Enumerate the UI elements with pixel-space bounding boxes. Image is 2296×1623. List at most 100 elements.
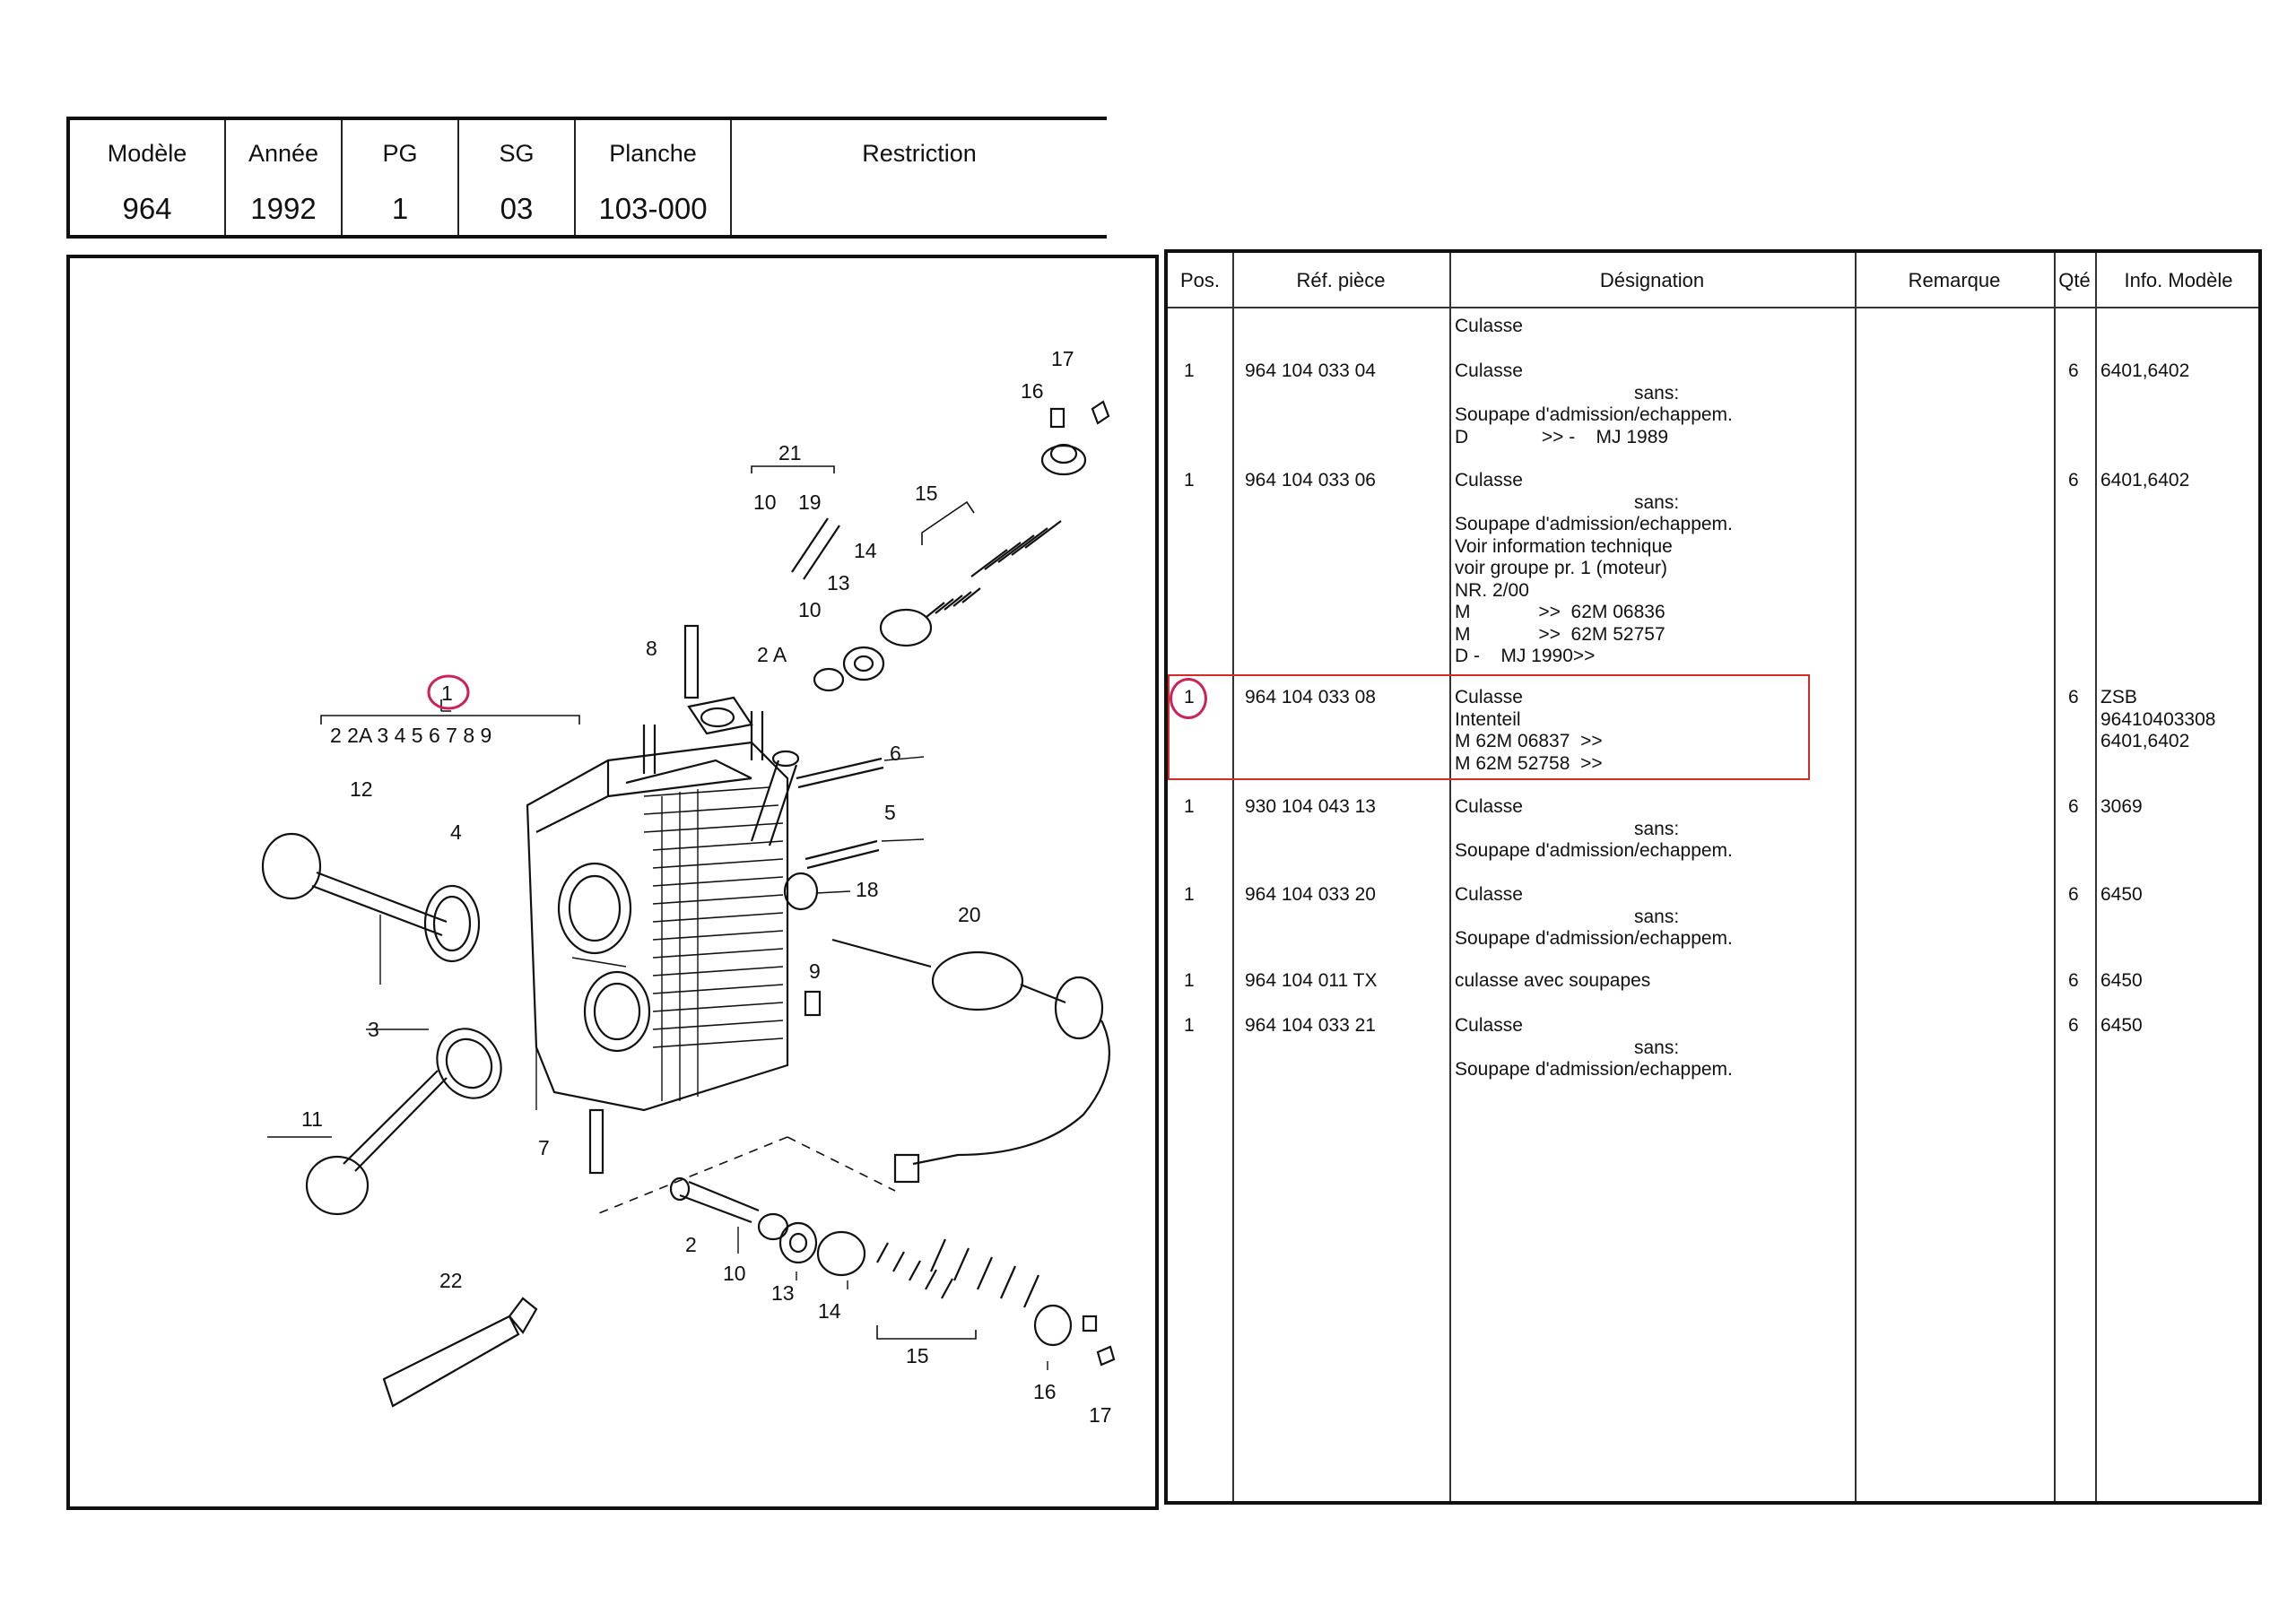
header-value: 1 <box>391 192 409 225</box>
header-value: 964 <box>122 192 172 225</box>
designation-line: Culasse <box>1455 360 1523 381</box>
designation-line: M >> 62M 52757 <box>1455 623 1665 645</box>
label-12: 12 <box>350 777 373 801</box>
designation-line: voir groupe pr. 1 (moteur) <box>1455 558 1667 578</box>
designation-line: Soupape d'admission/echappem. <box>1455 404 1733 425</box>
designation-line: M 62M 06837 >> <box>1455 731 1603 751</box>
row-qty: 6 <box>2068 360 2079 381</box>
header-label: Année <box>248 140 319 167</box>
designation-line: Soupape d'admission/echappem. <box>1455 840 1733 861</box>
row-ref: 964 104 033 08 <box>1245 687 1376 707</box>
label-10-upper: 10 <box>753 490 777 514</box>
header-label: PG <box>382 140 418 167</box>
label-22: 22 <box>439 1269 463 1292</box>
label-20: 20 <box>958 903 981 926</box>
row-pos: 1 <box>1184 470 1195 490</box>
diagram-labels: 1 2 2A 3 4 5 6 7 8 9 2 2 A 3 4 5 6 7 8 9… <box>301 347 1112 1427</box>
label-18: 18 <box>856 878 879 901</box>
row-designation: culasse avec soupapes <box>1455 970 1650 993</box>
row-ref: 964 104 011 TX <box>1245 970 1378 991</box>
label-7: 7 <box>538 1136 550 1159</box>
label-8: 8 <box>646 637 657 660</box>
label-3: 3 <box>368 1018 379 1041</box>
designation-line: NR. 2/00 <box>1455 579 1529 601</box>
label-16-upper: 16 <box>1021 379 1044 403</box>
label-1: 1 <box>441 681 453 705</box>
row-pos: 1 <box>1184 796 1195 817</box>
designation-line: M >> 62M 06836 <box>1455 602 1665 622</box>
header-value: 1992 <box>250 192 317 225</box>
info-line: 6450 <box>2100 970 2143 991</box>
label-14-lower: 14 <box>818 1299 841 1323</box>
col-header-info: Info. Modèle <box>2124 269 2233 291</box>
label-16-lower: 16 <box>1033 1380 1057 1403</box>
row-ref: 964 104 033 04 <box>1245 360 1376 381</box>
label-13-upper: 13 <box>827 571 850 595</box>
col-header-ref: Réf. pièce <box>1296 269 1386 291</box>
row-pos: 1 <box>1184 884 1195 905</box>
row-pos: 1 <box>1184 1015 1195 1036</box>
info-line: ZSB <box>2100 687 2137 707</box>
info-line: 6401,6402 <box>2100 470 2190 490</box>
designation-line: Culasse <box>1455 316 1523 336</box>
header-table: Modèle 964 Année 1992 PG 1 SG 03 Planche… <box>66 117 1107 239</box>
label-14-upper: 14 <box>854 539 877 562</box>
info-line: 6401,6402 <box>2100 731 2190 751</box>
info-line: 6450 <box>2100 1015 2143 1036</box>
label-15-lower: 15 <box>906 1344 929 1367</box>
row-pos: 1 <box>1184 687 1195 707</box>
parts-table: Pos. Réf. pièce Désignation Remarque Qté… <box>1164 249 2262 1505</box>
designation-line: Soupape d'admission/echappem. <box>1455 1059 1733 1080</box>
row-qty: 6 <box>2068 470 2079 490</box>
label-13-lower: 13 <box>771 1281 795 1305</box>
info-line: 6450 <box>2100 884 2143 905</box>
designation-line: culasse avec soupapes <box>1455 970 1651 991</box>
row-ref: 964 104 033 20 <box>1245 884 1376 905</box>
designation-line: Culasse <box>1455 796 1523 817</box>
highlighted-pos-circle <box>1170 678 1207 719</box>
label-11: 11 <box>301 1107 323 1131</box>
col-divider <box>1449 253 1451 1501</box>
row-qty: 6 <box>2068 796 2079 817</box>
row-ref: 930 104 043 13 <box>1245 796 1376 817</box>
row-qty: 6 <box>2068 970 2079 991</box>
row-designation: Culasse sans:Soupape d'admission/echappem… <box>1455 796 1733 863</box>
label-10-lower: 10 <box>723 1262 746 1285</box>
header-label: SG <box>499 140 535 167</box>
info-line: 3069 <box>2100 796 2143 817</box>
row-ref: 964 104 033 21 <box>1245 1015 1376 1036</box>
header-col-restriction: Restriction <box>732 120 1107 235</box>
designation-line: D - MJ 1990>> <box>1455 646 1596 666</box>
row-pos: 1 <box>1184 360 1195 381</box>
label-21: 21 <box>778 441 802 464</box>
col-divider <box>2095 253 2097 1501</box>
designation-line: sans: <box>1634 1037 1680 1058</box>
designation-line: sans: <box>1634 818 1680 839</box>
designation-line: Culasse <box>1455 687 1523 707</box>
row-info-modele: 6401,6402 <box>2100 360 2189 383</box>
label-15-upper: 15 <box>915 482 938 505</box>
header-col-planche: Planche 103-000 <box>576 120 732 235</box>
label-1-list: 2 2A 3 4 5 6 7 8 9 <box>330 724 491 747</box>
info-line: 6401,6402 <box>2100 360 2190 381</box>
header-label: Planche <box>609 140 697 167</box>
label-17-lower: 17 <box>1089 1403 1112 1427</box>
designation-line: D >> - MJ 1989 <box>1455 426 1669 447</box>
header-col-modele: Modèle 964 <box>70 120 226 235</box>
header-col-pg: PG 1 <box>343 120 459 235</box>
label-4: 4 <box>450 820 462 844</box>
cylinder-head-body <box>526 741 789 1112</box>
highlighted-row-box <box>1168 674 1810 780</box>
col-divider <box>1232 253 1234 1501</box>
col-header-remarque: Remarque <box>1908 269 2001 291</box>
row-ref: 964 104 033 06 <box>1245 470 1376 490</box>
row-designation: Culasse <box>1455 316 1523 338</box>
label-2A: 2 A <box>757 643 787 666</box>
label-2: 2 <box>685 1233 697 1256</box>
row-pos: 1 <box>1184 970 1195 991</box>
